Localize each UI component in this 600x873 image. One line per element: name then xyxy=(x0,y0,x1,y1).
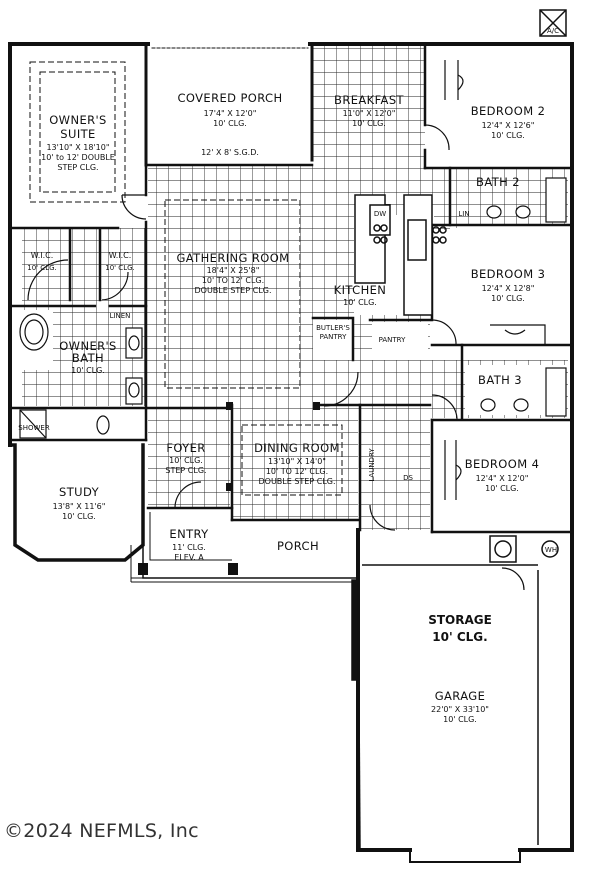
entry-clg: 11' CLG. xyxy=(172,543,206,552)
bath-fixtures xyxy=(19,177,567,439)
study-clg: 10' CLG. xyxy=(62,512,96,521)
covered-porch-clg: 10' CLG. xyxy=(213,119,247,128)
gathering-room-dims: 18'4" X 25'8" xyxy=(207,266,260,275)
exterior-walls xyxy=(8,42,574,863)
garage-dims: 22'0" X 33'10" xyxy=(431,705,489,714)
dining-room-clg2: DOUBLE STEP CLG. xyxy=(258,477,335,486)
fixture-labels: DW WH DS LIN A/C xyxy=(374,27,559,554)
wic1-clg: 10' CLG. xyxy=(27,264,57,272)
closet-doors xyxy=(444,60,546,500)
gathering-room-clg2: DOUBLE STEP CLG. xyxy=(194,286,271,295)
bedroom3-dims: 12'4" X 12'8" xyxy=(482,284,535,293)
butlers-pantry-name: BUTLER'S xyxy=(316,324,350,332)
storage-name: STORAGE xyxy=(428,613,492,627)
bedroom2-dims: 12'4" X 12'6" xyxy=(482,121,535,130)
gathering-room-clg: 10' TO 12' CLG. xyxy=(202,276,264,285)
gathering-room-name: GATHERING ROOM xyxy=(177,251,290,265)
dining-room-name: DINING ROOM xyxy=(254,441,340,455)
entry-elevation: ELEV. A xyxy=(174,553,204,562)
bath3-name: BATH 3 xyxy=(478,373,522,387)
kitchen-name: KITCHEN xyxy=(334,283,387,297)
storage-clg: 10' CLG. xyxy=(432,630,487,644)
bedroom4-name: BEDROOM 4 xyxy=(465,457,540,471)
bedroom4-dims: 12'4" X 12'0" xyxy=(476,474,529,483)
breakfast-dims: 11'0" X 12'0" xyxy=(343,109,396,118)
ds-label: DS xyxy=(403,474,413,482)
breakfast-name: BREAKFAST xyxy=(334,93,404,107)
study-dims: 13'8" X 11'6" xyxy=(53,502,106,511)
pantry-name: PANTRY xyxy=(379,336,406,344)
foyer-name: FOYER xyxy=(166,441,205,455)
bedroom3-name: BEDROOM 3 xyxy=(471,267,546,281)
bedroom2-clg: 10' CLG. xyxy=(491,131,525,140)
study-name: STUDY xyxy=(59,485,100,499)
wic2-name: W.I.C. xyxy=(109,251,132,260)
breakfast-clg: 10' CLG. xyxy=(352,119,386,128)
covered-porch-door: 12' X 8' S.G.D. xyxy=(201,148,259,157)
interior-walls xyxy=(10,42,574,534)
bedroom3-clg: 10' CLG. xyxy=(491,294,525,303)
owners-suite-clg2: STEP CLG. xyxy=(57,163,98,172)
ac-label: A/C xyxy=(547,27,559,35)
linen-label: LINEN xyxy=(110,312,131,320)
entry-name: ENTRY xyxy=(169,527,209,541)
dishwasher-label: DW xyxy=(374,210,386,218)
door-swings xyxy=(27,124,525,591)
porch-name: PORCH xyxy=(277,539,319,553)
mls-watermark: ©2024 NEFMLS, Inc xyxy=(4,820,199,842)
covered-porch-name: COVERED PORCH xyxy=(177,91,282,105)
laundry-name: LAUNDRY xyxy=(368,448,376,482)
kitchen-island xyxy=(354,194,447,316)
dining-room-clg: 10' TO 12' CLG. xyxy=(266,467,328,476)
shower-label: SHOWER xyxy=(18,424,50,432)
owners-suite-clg: 10' to 12' DOUBLE xyxy=(41,153,115,162)
owners-suite-name: OWNER'S xyxy=(49,113,107,127)
wic1-name: W.I.C. xyxy=(31,251,54,260)
foyer-clg: 10' CLG. xyxy=(169,456,203,465)
bath2-name: BATH 2 xyxy=(476,175,520,189)
owners-bath-name2: BATH xyxy=(72,351,104,365)
butlers-pantry-name2: PANTRY xyxy=(320,333,347,341)
water-heater-label: WH xyxy=(545,546,557,554)
owners-bath-clg: 10' CLG. xyxy=(71,366,105,375)
kitchen-clg: 10' CLG. xyxy=(343,298,377,307)
linen-bath2-label: LIN xyxy=(458,210,469,218)
owners-suite-name2: SUITE xyxy=(60,127,95,141)
bedroom4-clg: 10' CLG. xyxy=(485,484,519,493)
bedroom2-name: BEDROOM 2 xyxy=(471,104,546,118)
garage-clg: 10' CLG. xyxy=(443,715,477,724)
porch-outline xyxy=(130,510,358,583)
ceiling-step-lines xyxy=(29,61,343,496)
covered-porch-dims: 17'4" X 12'0" xyxy=(204,109,257,118)
dining-room-dims: 13'10" X 14'0" xyxy=(268,457,326,466)
owners-bath-name: OWNER'S xyxy=(59,339,117,353)
ac-unit xyxy=(539,9,567,37)
owners-suite-dims: 13'10" X 18'10" xyxy=(46,143,109,152)
garage-name: GARAGE xyxy=(435,689,486,703)
garage-details xyxy=(351,535,559,851)
foyer-clg2: STEP CLG. xyxy=(165,466,206,475)
room-labels: COVERED PORCH 17'4" X 12'0" 10' CLG. 12'… xyxy=(18,91,545,724)
wic2-clg: 10' CLG. xyxy=(105,264,135,272)
